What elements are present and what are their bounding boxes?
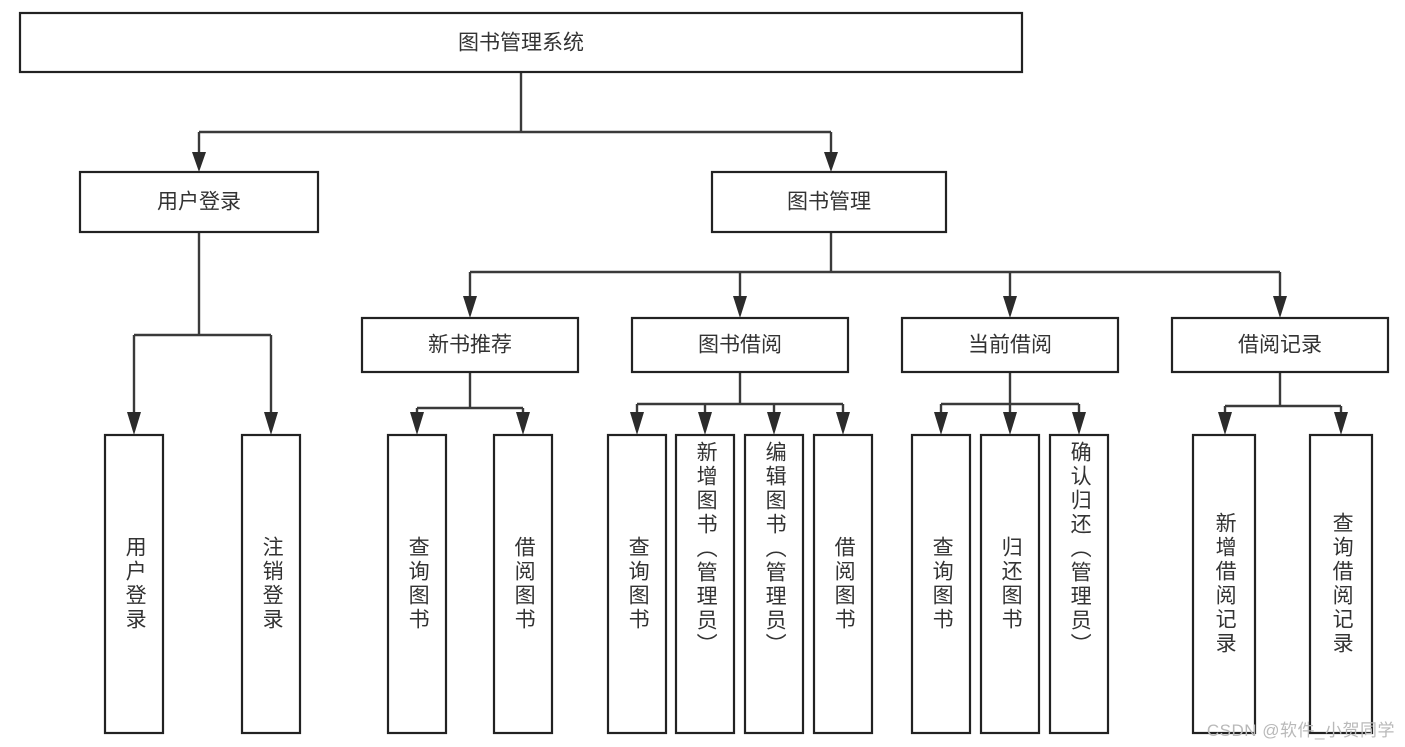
arrow-head-icon — [410, 412, 424, 435]
connector-newbook-to-leaves — [410, 372, 530, 435]
leaf-box[interactable] — [1308, 433, 1374, 735]
arrow-head-icon — [463, 296, 477, 318]
arrow-head-icon — [1218, 412, 1232, 435]
arrow-head-icon — [192, 152, 206, 172]
leaf-box[interactable] — [103, 433, 165, 735]
connector-borrowrecord-to-leaves — [1218, 372, 1348, 435]
arrow-head-icon — [1334, 412, 1348, 435]
node-label-borrow-record: 借阅记录 — [1238, 334, 1322, 357]
node-box-book-management[interactable] — [710, 170, 948, 234]
node-label-new-book-recommend: 新书推荐 — [428, 334, 512, 357]
leaf-box[interactable] — [1191, 433, 1257, 735]
node-box-book-borrow[interactable] — [630, 316, 850, 374]
arrow-head-icon — [516, 412, 530, 435]
leaf-box[interactable] — [979, 433, 1041, 735]
leaf-box[interactable] — [910, 433, 972, 735]
arrow-head-icon — [767, 412, 781, 435]
leaf-box[interactable] — [812, 433, 874, 735]
arrow-head-icon — [934, 412, 948, 435]
arrow-head-icon — [733, 296, 747, 318]
leaf-box[interactable] — [743, 433, 805, 735]
connector-bookmgmt-to-level3 — [463, 232, 1287, 318]
arrow-head-icon — [127, 412, 141, 435]
connector-root-to-level2 — [192, 72, 838, 172]
leaf-box[interactable] — [606, 433, 668, 735]
arrow-head-icon — [630, 412, 644, 435]
arrow-head-icon — [836, 412, 850, 435]
leaf-box[interactable] — [240, 433, 302, 735]
leaf-box[interactable] — [674, 433, 736, 735]
leaf-box[interactable] — [1048, 433, 1110, 735]
node-label-book-management: 图书管理 — [787, 191, 871, 214]
node-box-root[interactable] — [18, 11, 1024, 74]
node-label-current-borrow: 当前借阅 — [968, 334, 1052, 357]
leaf-box[interactable] — [386, 433, 448, 735]
node-box-current-borrow[interactable] — [900, 316, 1120, 374]
arrow-head-icon — [1003, 412, 1017, 435]
arrow-head-icon — [1003, 296, 1017, 318]
arrow-head-icon — [1273, 296, 1287, 318]
watermark-text: CSDN @软件_小贺同学 — [1206, 721, 1395, 740]
arrow-head-icon — [264, 412, 278, 435]
arrow-head-icon — [1072, 412, 1086, 435]
arrow-head-icon — [698, 412, 712, 435]
leaf-box[interactable] — [492, 433, 554, 735]
node-label-root: 图书管理系统 — [458, 32, 584, 55]
node-box-user-login[interactable] — [78, 170, 320, 234]
node-label-user-login: 用户登录 — [157, 191, 241, 214]
node-box-borrow-record[interactable] — [1170, 316, 1390, 374]
arrow-head-icon — [824, 152, 838, 172]
connector-userlogin-to-leaves — [127, 232, 278, 435]
node-box-new-book-recommend[interactable] — [360, 316, 580, 374]
connector-currentborrow-to-leaves — [934, 372, 1086, 435]
connector-bookborrow-to-leaves — [630, 372, 850, 435]
node-label-book-borrow: 图书借阅 — [698, 334, 782, 357]
